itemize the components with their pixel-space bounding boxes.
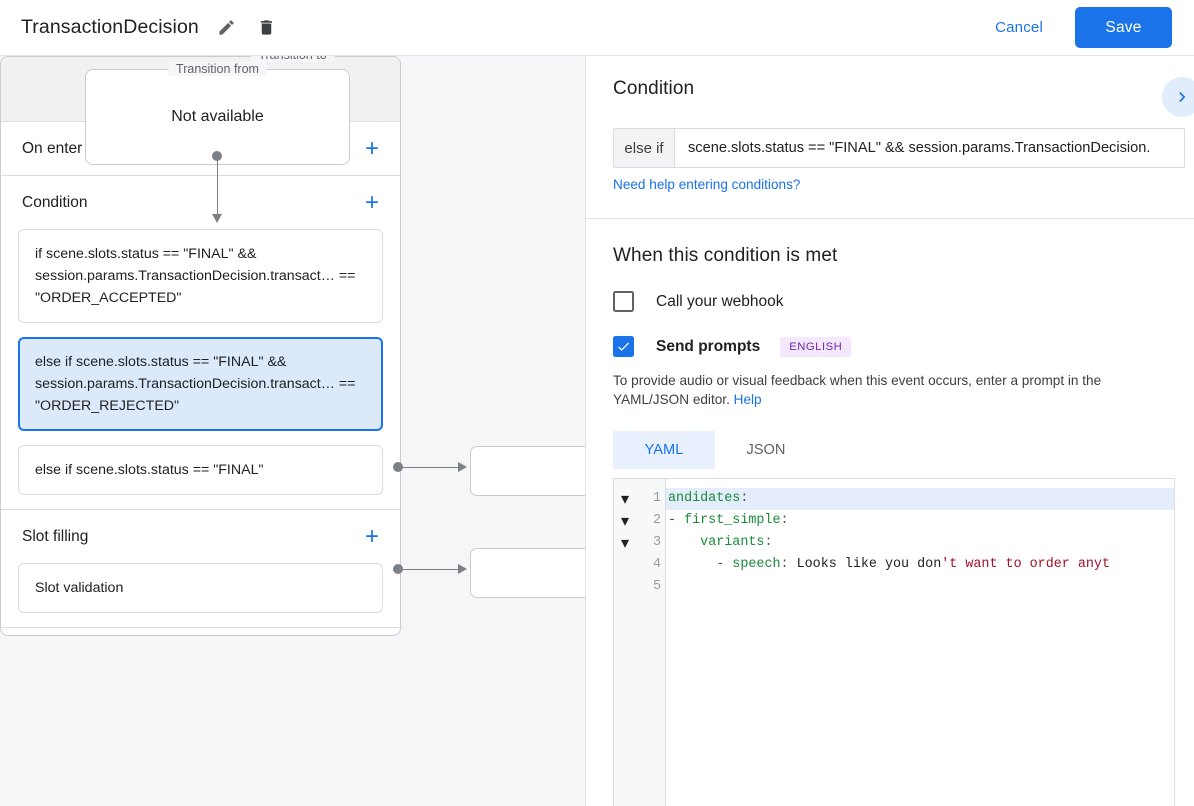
code-token: first_simple <box>684 513 781 528</box>
tab-json[interactable]: JSON <box>746 442 786 458</box>
code-token: speech <box>732 557 781 572</box>
code-line[interactable]: - first_simple: <box>666 510 1174 532</box>
code-token: variants <box>700 535 765 550</box>
section-on-enter: On enter + <box>1 122 400 176</box>
section-condition: Condition + if scene.slots.status == "FI… <box>1 176 400 510</box>
add-condition-button[interactable]: + <box>364 188 379 216</box>
condition-input[interactable] <box>675 129 1184 167</box>
condition-item[interactable]: if scene.slots.status == "FINAL" && sess… <box>18 229 383 323</box>
slot-validation-item[interactable]: Slot validation <box>18 563 383 613</box>
branch-dot-2 <box>393 564 403 574</box>
when-condition-met-heading: When this condition is met <box>613 245 838 266</box>
fold-toggle[interactable]: ▾ <box>620 513 630 530</box>
section-slot-filling: Slot filling + Slot validation <box>1 510 400 628</box>
fold-toggle <box>614 576 636 598</box>
code-token: 't want to order anyt <box>941 557 1110 572</box>
condition-help-link[interactable]: Need help entering conditions? <box>613 177 801 192</box>
detail-panel: Condition else if Need help entering con… <box>585 56 1194 806</box>
condition-heading: Condition <box>613 78 695 99</box>
code-editor[interactable]: ▾ ▾ ▾ 1 2 3 4 5 andidates:- first_simple… <box>613 478 1175 806</box>
page-title: TransactionDecision <box>21 16 199 38</box>
tab-yaml[interactable]: YAML <box>613 431 715 469</box>
connector-line-vertical <box>216 156 218 216</box>
transition-from-value: Not available <box>171 108 264 125</box>
fold-toggle[interactable]: ▾ <box>620 491 630 508</box>
prompts-helper-text: To provide audio or visual feedback when… <box>613 371 1167 409</box>
condition-item[interactable]: else if scene.slots.status == "FINAL" <box>18 445 383 495</box>
code-line[interactable] <box>666 576 1174 598</box>
line-number: 4 <box>652 557 661 572</box>
flow-canvas[interactable]: Transition from Not available Transactio… <box>0 56 585 806</box>
code-token: : <box>780 513 789 528</box>
editor-fold-column: ▾ ▾ ▾ <box>614 479 636 806</box>
transition-to-legend: Transition to <box>250 56 335 62</box>
prompts-helper-sentence: To provide audio or visual feedback when… <box>613 373 1102 407</box>
line-number: 3 <box>652 535 661 550</box>
section-on-enter-title: On enter <box>22 139 83 157</box>
branch-arrow-1 <box>458 461 467 472</box>
code-line[interactable]: - speech: Looks like you don't want to o… <box>666 554 1174 576</box>
send-prompts-row[interactable]: Send prompts ENGLISH <box>613 336 1194 357</box>
code-line[interactable]: variants: <box>666 532 1174 554</box>
editor-line-numbers: 1 2 3 4 5 <box>636 479 666 806</box>
editor-code-area[interactable]: andidates:- first_simple: variants: - sp… <box>666 479 1174 806</box>
transition-from-card[interactable]: Transition from Not available <box>85 62 350 165</box>
section-condition-title: Condition <box>22 193 88 211</box>
fold-toggle <box>614 554 636 576</box>
section-slot-filling-header: Slot filling + <box>1 510 400 563</box>
send-prompts-label: Send prompts <box>656 337 761 355</box>
code-token: : <box>740 491 749 506</box>
add-slot-filling-button[interactable]: + <box>364 522 379 550</box>
condition-section: Condition else if Need help entering con… <box>586 56 1194 219</box>
code-token: - <box>668 557 733 572</box>
code-token: : <box>780 557 797 572</box>
section-slot-filling-title: Slot filling <box>22 527 89 545</box>
webhook-row[interactable]: Call your webhook <box>613 291 1194 312</box>
code-token: - <box>668 513 685 528</box>
cancel-button[interactable]: Cancel <box>981 11 1057 44</box>
condition-input-row[interactable]: else if <box>613 128 1185 168</box>
code-token: andidates <box>668 491 741 506</box>
branch-target-box-2[interactable] <box>470 548 585 598</box>
section-slot-filling-body: Slot validation <box>1 563 400 627</box>
fold-toggle[interactable]: ▾ <box>620 535 630 552</box>
condition-prefix-label: else if <box>614 129 675 167</box>
branch-dot-1 <box>393 462 403 472</box>
line-number: 2 <box>652 513 661 528</box>
trash-icon[interactable] <box>255 16 279 40</box>
call-webhook-checkbox[interactable] <box>613 291 634 312</box>
branch-line-2 <box>403 568 462 570</box>
branch-target-box-1[interactable] <box>470 446 585 496</box>
section-on-enter-header: On enter + <box>1 122 400 175</box>
section-condition-header: Condition + <box>1 176 400 229</box>
line-number: 5 <box>652 579 661 594</box>
pencil-icon[interactable] <box>215 16 239 40</box>
code-token <box>668 535 700 550</box>
editor-format-tabs: YAML JSON <box>613 431 1194 469</box>
branch-arrow-2 <box>458 563 467 574</box>
chevron-right-icon[interactable] <box>1162 77 1194 117</box>
send-prompts-checkbox[interactable] <box>613 336 634 357</box>
branch-line-1 <box>403 466 462 468</box>
language-badge: ENGLISH <box>780 336 852 357</box>
app-header: TransactionDecision Cancel Save <box>0 0 1194 56</box>
section-condition-body: if scene.slots.status == "FINAL" && sess… <box>1 229 400 509</box>
line-number: 1 <box>652 491 661 506</box>
code-token: : <box>764 535 773 550</box>
condition-item-selected[interactable]: else if scene.slots.status == "FINAL" &&… <box>18 337 383 431</box>
when-condition-met-section: When this condition is met Call your web… <box>586 219 1194 806</box>
add-on-enter-button[interactable]: + <box>364 134 379 162</box>
transition-from-legend: Transition from <box>168 62 267 76</box>
code-token: Looks like you don <box>796 557 942 572</box>
scene-card[interactable]: TransactionDecision Scene On enter + Con… <box>0 56 401 636</box>
prompts-help-link[interactable]: Help <box>733 392 762 407</box>
code-line[interactable]: andidates: <box>666 488 1174 510</box>
connector-arrow-down <box>211 214 222 223</box>
call-webhook-label: Call your webhook <box>656 292 784 310</box>
save-button[interactable]: Save <box>1075 7 1172 48</box>
